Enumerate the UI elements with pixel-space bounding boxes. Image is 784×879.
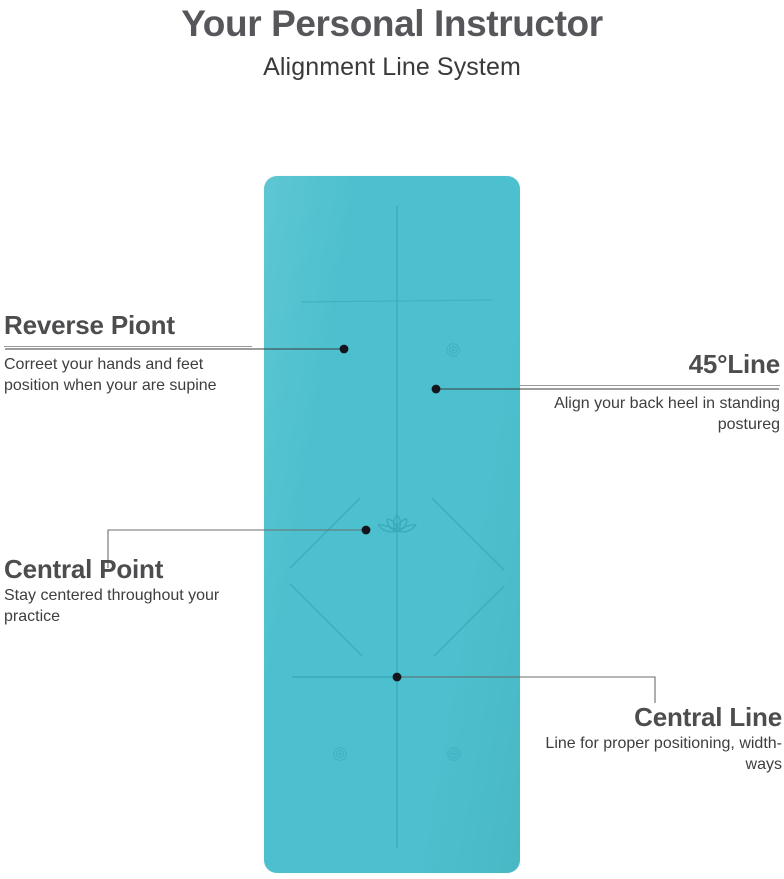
mat-lotus-emblem — [377, 514, 417, 533]
callout-45-line: 45°Line Align your back heel in standing… — [520, 349, 780, 435]
callout-central-point-heading: Central Point — [4, 554, 164, 584]
page-subtitle: Alignment Line System — [263, 53, 521, 81]
header: Your Personal Instructor Alignment Line … — [0, 0, 784, 82]
mat-ring-marker-upper-right — [446, 343, 460, 357]
callout-45-line-body: Align your back heel in standing posture… — [554, 395, 780, 433]
mat-surface — [264, 176, 520, 873]
mat-diagonal-upper-right — [431, 497, 505, 571]
mat-diagonal-upper-left — [289, 497, 361, 569]
mat-diagonal-lower-left — [289, 583, 363, 657]
callout-45-line-heading: 45°Line — [688, 349, 781, 379]
page-title: Your Personal Instructor — [181, 3, 603, 44]
callout-reverse-point: Reverse Piont Correet your hands and fee… — [4, 310, 252, 396]
yoga-mat-image — [264, 176, 520, 873]
mat-ring-marker-lower-right — [447, 747, 461, 761]
mat-upper-cross-line — [301, 299, 493, 303]
callout-central-point: Central Point Stay centered throughout y… — [4, 554, 266, 627]
callout-central-point-body: Stay centered throughout your practice — [4, 587, 220, 625]
mat-diagonal-lower-right — [433, 585, 505, 657]
callout-reverse-point-rule — [4, 346, 252, 347]
callout-central-line: Central Line Line for proper positioning… — [516, 702, 782, 775]
mat-ring-marker-lower-left — [333, 747, 347, 761]
mat-alignment-markings — [289, 206, 520, 848]
callout-reverse-point-body: Correet your hands and feet position whe… — [4, 356, 217, 394]
callout-central-line-heading: Central Line — [634, 702, 782, 732]
callout-reverse-point-heading: Reverse Piont — [4, 310, 175, 340]
callout-45-line-rule — [520, 385, 780, 386]
callout-central-line-body: Line for proper positioning, width-ways — [545, 735, 782, 773]
